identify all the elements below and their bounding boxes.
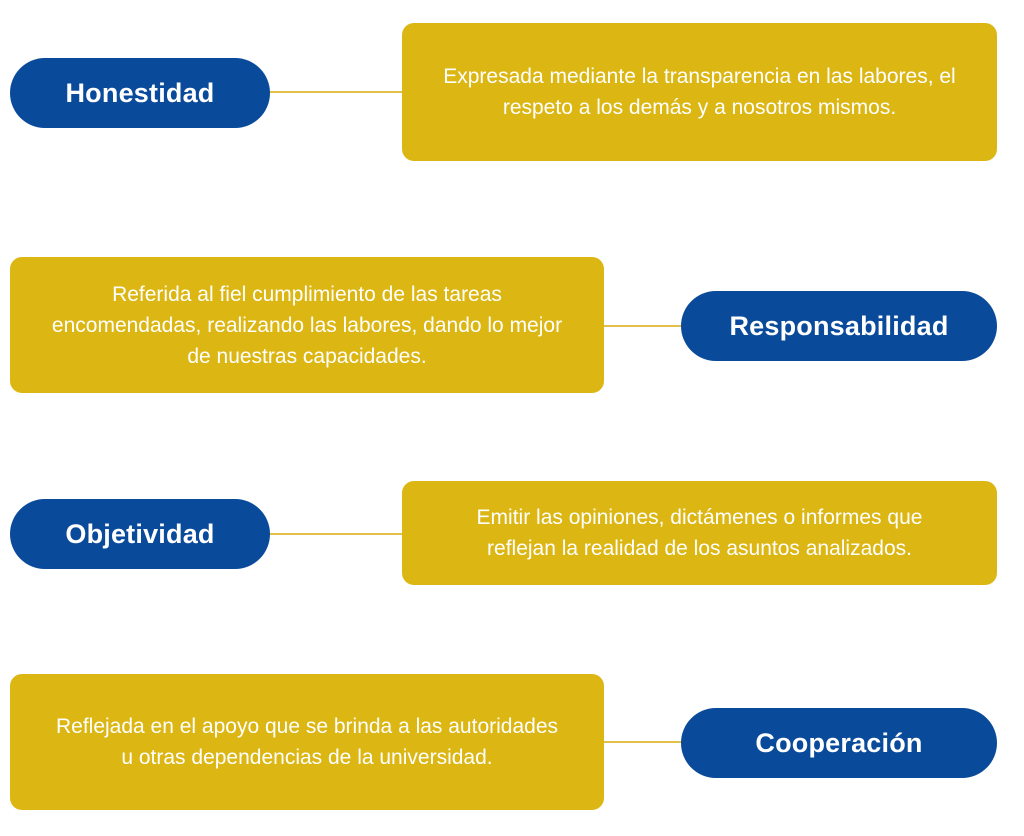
value-title: Objetividad bbox=[65, 518, 215, 549]
value-description-box: Expresada mediante la transparencia en l… bbox=[402, 23, 997, 161]
connector-line bbox=[268, 533, 404, 535]
value-title: Honestidad bbox=[65, 77, 215, 108]
value-description-box: Reflejada en el apoyo que se brinda a la… bbox=[10, 674, 604, 810]
value-pill-responsabilidad: Responsabilidad bbox=[681, 291, 997, 361]
value-description-box: Referida al fiel cumplimiento de las tar… bbox=[10, 257, 604, 393]
value-title: Cooperación bbox=[755, 727, 923, 758]
value-pill-honestidad: Honestidad bbox=[10, 58, 270, 128]
connector-line bbox=[602, 325, 684, 327]
value-description: Expresada mediante la transparencia en l… bbox=[443, 65, 956, 119]
value-description: Referida al fiel cumplimiento de las tar… bbox=[51, 282, 563, 368]
connector-line bbox=[268, 91, 404, 93]
value-description-box: Emitir las opiniones, dictámenes o infor… bbox=[402, 481, 997, 585]
connector-line bbox=[602, 741, 684, 743]
value-pill-cooperacion: Cooperación bbox=[681, 708, 997, 778]
value-pill-objetividad: Objetividad bbox=[10, 499, 270, 569]
value-description: Emitir las opiniones, dictámenes o infor… bbox=[476, 506, 923, 560]
value-description: Reflejada en el apoyo que se brinda a la… bbox=[55, 715, 559, 769]
value-title: Responsabilidad bbox=[729, 310, 949, 341]
